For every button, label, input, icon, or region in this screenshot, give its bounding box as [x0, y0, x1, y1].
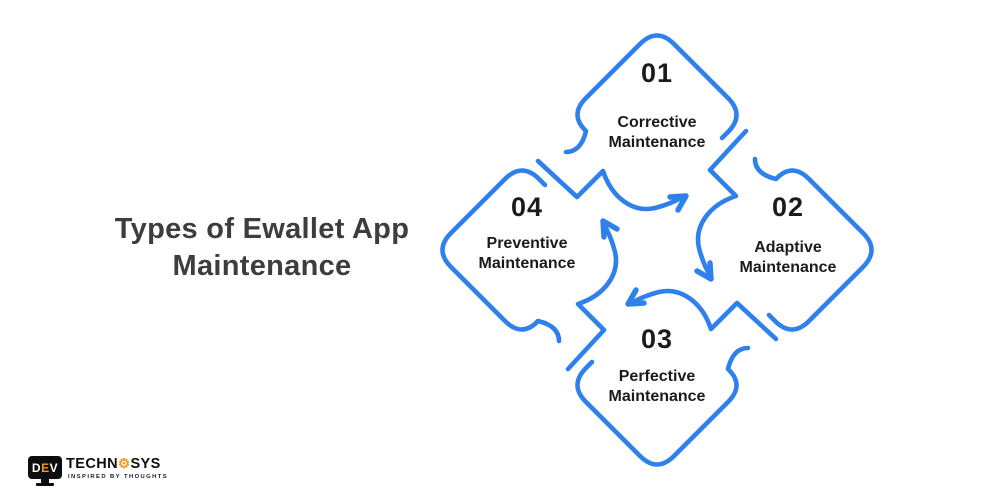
- node-4-label-line1: Preventive: [486, 235, 568, 252]
- node-4-number: 04: [510, 192, 544, 222]
- node-2-number: 02: [771, 192, 805, 222]
- page-title: Types of Ewallet App Maintenance: [115, 211, 409, 285]
- node-1-label: Corrective Maintenance: [609, 113, 706, 153]
- logo-tagline: INSPIRED BY THOUGHTS: [68, 474, 169, 480]
- node-3-label-line2: Maintenance: [608, 388, 706, 405]
- node-1-label-line1: Corrective: [617, 114, 697, 131]
- node-2-label-line1: Adaptive: [754, 239, 822, 256]
- page-title-line2: Maintenance: [172, 250, 352, 282]
- logo-monitor-text: DEV: [31, 460, 59, 475]
- node-1-number: 01: [640, 58, 674, 88]
- gear-icon: ⚙: [117, 456, 131, 471]
- node-4-label-line2: Maintenance: [478, 255, 576, 272]
- brand-logo: DEV TECHN⚙SYS INSPIRED BY THOUGHTS: [28, 453, 168, 495]
- monitor-base-icon: [36, 483, 54, 486]
- logo-brand-text: TECHN⚙SYS: [66, 456, 161, 472]
- node-3-label: Perfective Maintenance: [609, 367, 706, 407]
- node-4-label: Preventive Maintenance: [479, 234, 576, 274]
- node-2-label-line2: Maintenance: [739, 259, 837, 276]
- monitor-icon: DEV: [28, 456, 62, 479]
- monitor-stand-icon: [41, 479, 49, 483]
- diamond-outline: [563, 33, 739, 155]
- cycle-arrowhead: [667, 193, 689, 213]
- node-3-label-line1: Perfective: [618, 368, 696, 385]
- page-title-line1: Types of Ewallet App: [114, 213, 410, 245]
- cycle-arrow-shaft: [535, 158, 687, 212]
- node-1-label-line2: Maintenance: [608, 134, 706, 151]
- node-2-label: Adaptive Maintenance: [740, 238, 837, 278]
- node-3-number: 03: [640, 324, 674, 354]
